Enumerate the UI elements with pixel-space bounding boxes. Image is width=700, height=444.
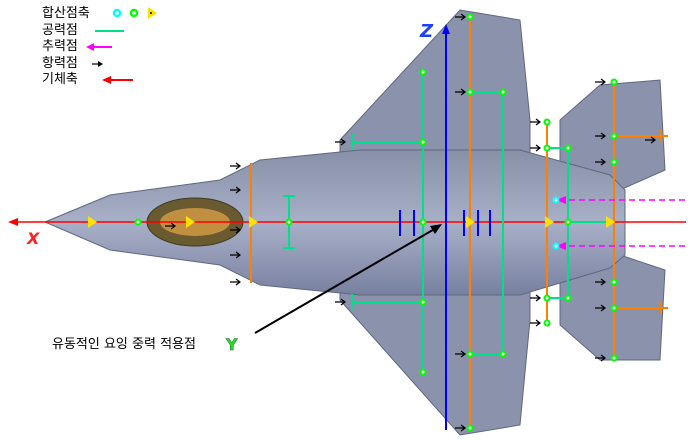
resultant-marker	[545, 216, 554, 228]
lift-marker	[610, 132, 618, 140]
lift-marker	[610, 78, 618, 86]
drag-arrow	[230, 162, 241, 170]
lift-marker	[285, 218, 293, 226]
y-label: Y	[225, 335, 238, 354]
lift-marker	[419, 298, 427, 306]
lift-marker	[610, 158, 618, 166]
thrust-marker	[552, 196, 560, 204]
legend-resultant-axis: 합산점축	[42, 6, 90, 21]
lift-marker	[419, 368, 427, 376]
drag-arrow	[595, 304, 606, 312]
resultant-marker	[249, 216, 258, 228]
blue-ticks	[399, 210, 491, 236]
lift-marker	[543, 144, 551, 152]
drag-arrow	[530, 144, 541, 152]
x-axis-label: X	[26, 229, 40, 248]
drag-arrow	[230, 251, 241, 259]
lift-marker	[564, 144, 572, 152]
drag-arrow	[530, 118, 541, 126]
drag-arrow	[455, 88, 466, 96]
drag-arrow	[230, 278, 241, 286]
lift-marker	[543, 294, 551, 302]
z-label: Z	[419, 21, 434, 42]
lift-marker	[134, 218, 142, 226]
resultant-markers	[88, 13, 618, 432]
lift-marker	[466, 350, 474, 358]
legend-drag-point: 항력점	[42, 56, 78, 71]
resultant-marker	[186, 216, 195, 228]
yaw-annotation: 유동적인 요잉 중력 적용점	[52, 337, 196, 352]
drag-arrow	[595, 132, 606, 140]
thrust-marker	[552, 242, 560, 250]
drag-arrow	[595, 354, 606, 362]
lift-marker	[610, 278, 618, 286]
drag-arrows	[165, 13, 656, 432]
legend-markers	[86, 7, 157, 84]
legend-thrust-point: 추력점	[42, 39, 78, 54]
drag-arrow	[645, 136, 656, 144]
lift-marker	[610, 304, 618, 312]
x-label: X	[26, 229, 40, 248]
lift-marker	[564, 294, 572, 302]
thrust-arrows	[560, 199, 685, 247]
lift-marker	[543, 319, 551, 327]
thrust-arrowheads	[556, 196, 566, 250]
drag-arrow	[595, 158, 606, 166]
lift-marker	[466, 13, 474, 21]
drag-arrow	[530, 319, 541, 327]
legend-body-axis: 기체축	[42, 72, 78, 87]
yaw-pointer	[254, 224, 442, 334]
drag-arrow	[530, 294, 541, 302]
drag-arrow	[165, 222, 176, 230]
resultant-marker	[466, 216, 475, 228]
lift-marker	[610, 354, 618, 362]
lift-marker	[499, 350, 507, 358]
lift-marker	[543, 118, 551, 126]
lift-marker	[419, 68, 427, 76]
drag-arrow	[455, 350, 466, 358]
drag-arrow	[455, 424, 466, 432]
drag-arrow	[230, 186, 241, 194]
lift-marker	[419, 218, 427, 226]
drag-arrow	[335, 138, 346, 146]
lift-marker	[564, 218, 572, 226]
drag-arrow	[595, 78, 606, 86]
resultant-marker	[88, 216, 97, 228]
z-axis	[442, 24, 450, 430]
legend-lift-point: 공력점	[42, 23, 78, 38]
lift-marker	[466, 88, 474, 96]
drag-arrow	[335, 298, 346, 306]
drag-arrow	[595, 278, 606, 286]
lift-marker	[419, 138, 427, 146]
lift-marker	[466, 424, 474, 432]
resultant-marker	[606, 216, 615, 228]
drag-arrow	[455, 13, 466, 21]
drag-arrow	[230, 226, 241, 234]
lift-marker	[499, 88, 507, 96]
